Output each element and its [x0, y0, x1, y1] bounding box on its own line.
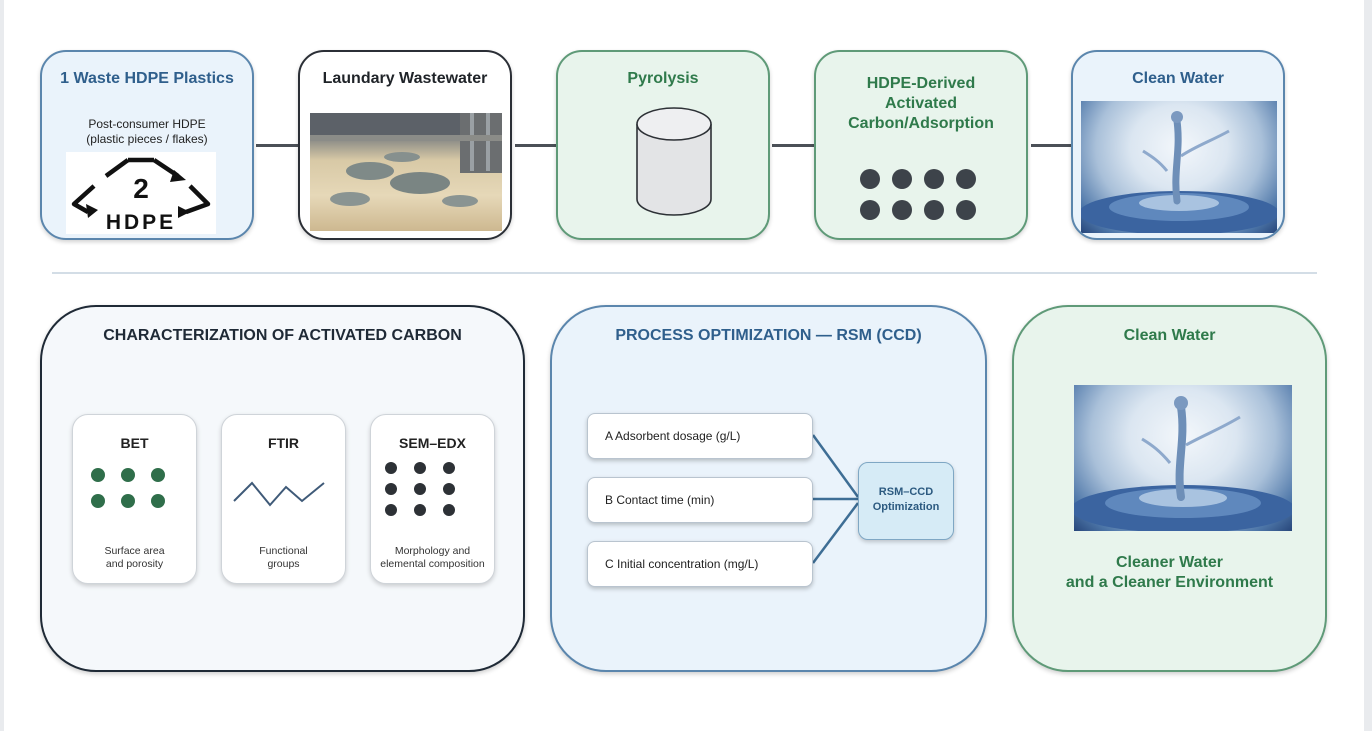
bet-card: BET Surface area and porosity	[72, 414, 197, 584]
sem-edx-card: SEM–EDX Morphology and elemental composi…	[370, 414, 495, 584]
step-clean-water-title: Clean Water	[1132, 70, 1224, 87]
ftir-spectrum-icon	[233, 481, 325, 507]
pyrolysis-reactor-cylinder-icon	[636, 107, 712, 216]
ftir-card: FTIR Functional groups	[221, 414, 346, 584]
bet-description: Surface area and porosity	[104, 545, 165, 570]
outcome-panel: Clean Water Cleaner Water and a Cleaner …	[1012, 305, 1327, 672]
step-waste-hdpe-subtitle: Post-consumer HDPE (plastic pieces / fla…	[86, 117, 208, 146]
ftir-title: FTIR	[267, 435, 300, 451]
step-laundry-wastewater-title: Laundary Wastewater	[322, 70, 488, 87]
hdpe-logo-number: 2	[133, 173, 149, 204]
step-pyrolysis-card: Pyrolysis	[556, 50, 770, 240]
outcome-title: Clean Water	[1123, 327, 1216, 344]
rsm-ccd-hub: RSM–CCD Optimization	[858, 462, 954, 540]
step-clean-water-card: Clean Water	[1071, 50, 1285, 240]
step-activated-carbon-card: HDPE-Derived Activated Carbon/Adsorption	[814, 50, 1028, 240]
optimization-panel: PROCESS OPTIMIZATION — RSM (CCD) A Adsor…	[550, 305, 987, 672]
connector-2-3	[515, 144, 557, 147]
recycling-triangle-icon: 2 HDPE	[71, 157, 211, 234]
bet-title: BET	[120, 435, 149, 451]
connector-3-4	[772, 144, 814, 147]
connector-1-2	[256, 144, 298, 147]
sem-edx-description: Morphology and elemental composition	[380, 545, 485, 570]
diagram-page: 1 Waste HDPE Plastics Post-consumer HDPE…	[4, 0, 1364, 731]
outcome-water-splash-photo	[1074, 385, 1292, 531]
sem-edx-title: SEM–EDX	[399, 435, 466, 451]
characterization-title: CHARACTERIZATION OF ACTIVATED CARBON	[103, 327, 462, 344]
optimization-title: PROCESS OPTIMIZATION — RSM (CCD)	[615, 327, 922, 344]
wastewater-tank-photo	[310, 113, 502, 231]
connector-4-5	[1031, 144, 1071, 147]
sem-edx-dots-icon	[385, 462, 455, 516]
factor-initial-concentration: C Initial concentration (mg/L)	[587, 541, 813, 587]
step-waste-hdpe-card: 1 Waste HDPE Plastics Post-consumer HDPE…	[40, 50, 254, 240]
water-splash-photo	[1081, 101, 1277, 233]
step-activated-carbon-title: HDPE-Derived Activated Carbon/Adsorption	[848, 75, 994, 132]
hdpe-logo-text: HDPE	[106, 211, 176, 234]
factor-contact-time: B Contact time (min)	[587, 477, 813, 523]
characterization-panel: CHARACTERIZATION OF ACTIVATED CARBON BET…	[40, 305, 525, 672]
factor-connector-lines	[811, 434, 860, 564]
ftir-description: Functional groups	[259, 545, 308, 570]
bet-dots-icon	[91, 468, 165, 508]
step-waste-hdpe-title: 1 Waste HDPE Plastics	[60, 70, 234, 87]
step-laundry-wastewater-card: Laundary Wastewater	[298, 50, 512, 240]
hdpe-recycling-logo: 2 HDPE	[66, 152, 216, 234]
carbon-particles-icon	[854, 166, 984, 228]
outcome-caption: Cleaner Water and a Cleaner Environment	[1065, 554, 1274, 591]
step-pyrolysis-title: Pyrolysis	[627, 70, 699, 87]
section-divider	[52, 272, 1317, 274]
factor-adsorbent-dosage: A Adsorbent dosage (g/L)	[587, 413, 813, 459]
